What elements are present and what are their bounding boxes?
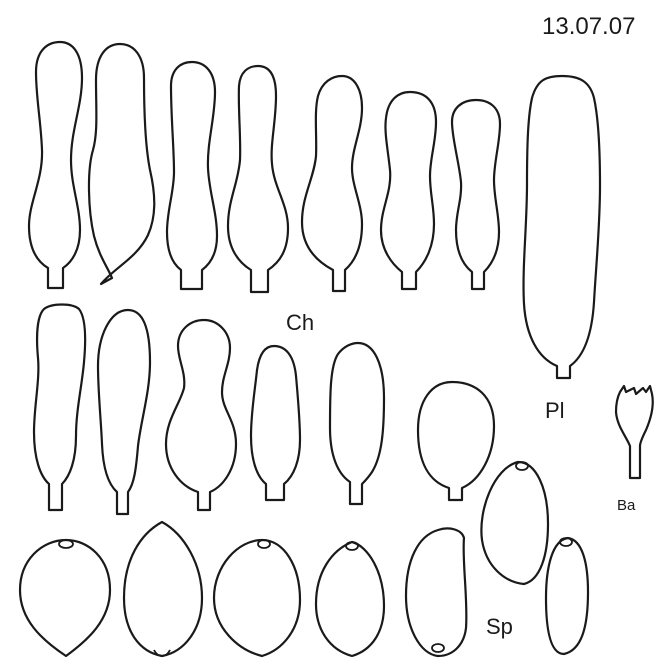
cheilocystidium-5: [302, 76, 362, 291]
spore-7: [546, 538, 588, 654]
cheilocystidium-11: [251, 346, 300, 500]
cheilocystidium-1: [29, 42, 82, 288]
pleurocystidium: [524, 76, 600, 378]
spore-2: [124, 522, 202, 656]
spore-5: [406, 528, 466, 656]
cheilocystidium-9: [98, 310, 150, 514]
cheilocystidia-row-2: [34, 305, 494, 515]
cheilocystidium-13: [418, 382, 494, 500]
spore-4-apical-pore: [346, 542, 358, 550]
spore-6: [481, 462, 548, 584]
cheilocystidium-4: [228, 66, 288, 292]
basidium-label: Ba: [617, 497, 636, 514]
basidium: [616, 386, 653, 478]
cheilocystidium-3: [167, 62, 217, 289]
date-label: 13.07.07: [542, 13, 635, 40]
spore-1-apical-pore: [59, 540, 73, 548]
cheilocystidium-2: [89, 44, 154, 284]
cheilocystidium-12: [330, 343, 384, 504]
spore-3: [214, 540, 300, 656]
cheilocystidia-label: Ch: [286, 310, 314, 335]
spore-5-apical-pore: [432, 644, 444, 652]
cheilocystidium-8: [34, 305, 85, 511]
pleurocystidium-label: Pl: [545, 398, 565, 423]
cheilocystidium-10: [166, 320, 236, 510]
spore-1: [20, 540, 110, 656]
cheilocystidia-row-1: [29, 42, 500, 292]
cheilocystidium-7: [452, 100, 500, 289]
spores-label: Sp: [486, 614, 513, 639]
spore-4: [316, 542, 384, 656]
cheilocystidium-6: [381, 92, 436, 289]
spore-3-apical-pore: [258, 540, 270, 548]
basidium-drawing: [616, 386, 653, 478]
